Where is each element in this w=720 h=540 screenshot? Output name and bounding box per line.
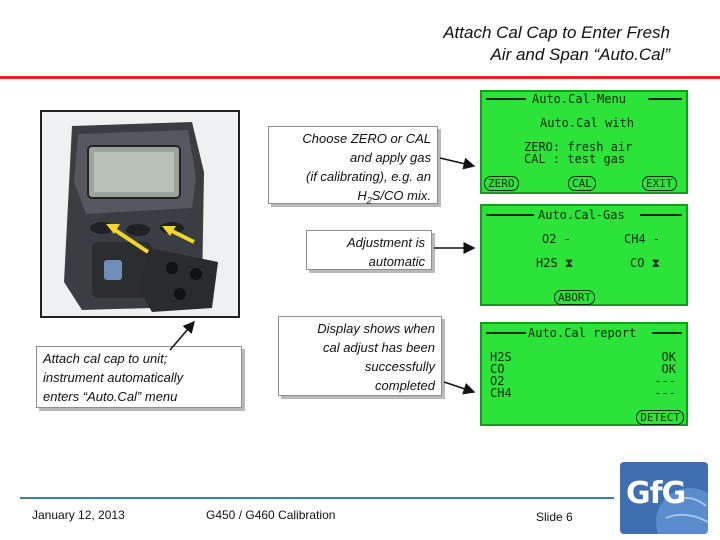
report-result-co: OK <box>661 362 676 376</box>
report-gas-ch4: CH4 <box>490 386 512 400</box>
lcd-autocal-menu: Auto.Cal-Menu Auto.Cal with ZERO: fresh … <box>480 90 688 194</box>
callout-choose-zero-or-cal: Choose ZERO or CAL and apply gas (if cal… <box>268 126 438 206</box>
callout-choose-line2: and apply gas <box>350 150 431 165</box>
header-rule-right <box>648 98 682 100</box>
header-rule-right <box>652 332 682 334</box>
gas-h2s: H2S ⧗ <box>536 256 574 270</box>
menu-line3: CAL : test gas <box>524 152 626 166</box>
mix-sub: 2 <box>366 195 372 206</box>
report-result-ch4: --- <box>654 386 676 400</box>
callout-choose-line1: Choose ZERO or CAL <box>302 131 431 146</box>
report-gas-o2: O2 <box>490 374 505 388</box>
callout-attach-cap: Attach cal cap to unit; instrument autom… <box>36 346 242 408</box>
report-gas-h2s: H2S <box>490 350 512 364</box>
footer-divider <box>20 497 614 499</box>
lcd-autocal-gas: Auto.Cal-Gas O2 - CH4 - H2S ⧗ CO ⧗ ABORT <box>480 204 688 306</box>
arrow-to-menu-screen <box>439 157 476 170</box>
report-result-h2s: OK <box>661 350 676 364</box>
slide-title-line1: Attach Cal Cap to Enter Fresh <box>443 23 670 42</box>
callout-choose-line4: H2S/CO mix. <box>275 186 431 211</box>
header-rule-right <box>640 214 682 216</box>
callout-attach-line2: instrument automatically <box>43 370 184 385</box>
footer-slide-number: Slide 6 <box>536 510 573 524</box>
arrow-to-photo <box>169 320 195 351</box>
menu-line1: Auto.Cal with <box>540 116 634 130</box>
logo-text: GfG <box>626 476 686 511</box>
gfg-logo: GfG <box>620 462 708 534</box>
zero-softkey[interactable]: ZERO <box>484 176 519 191</box>
header-rule-left <box>486 332 526 334</box>
callout-display-line2: cal adjust has been <box>322 340 435 355</box>
abort-softkey[interactable]: ABORT <box>554 290 596 305</box>
callout-attach-line1: Attach cal cap to unit; <box>43 351 168 366</box>
callout-attach-line3: enters “Auto.Cal” menu <box>43 389 178 404</box>
device-photo <box>40 110 240 318</box>
arrow-to-report-screen <box>443 381 476 395</box>
slide-title: Attach Cal Cap to Enter Fresh Air and Sp… <box>443 22 670 66</box>
callout-display-line1: Display shows when <box>317 321 435 336</box>
gas-ch4: CH4 - <box>624 232 661 246</box>
gas-o2: O2 - <box>542 232 571 246</box>
slide-title-line2: Air and Span “Auto.Cal” <box>490 45 670 64</box>
callout-adjust-line1: Adjustment is <box>346 235 425 250</box>
report-header: Auto.Cal report <box>528 326 637 340</box>
footer-date: January 12, 2013 <box>32 508 125 522</box>
callout-adjust-line2: automatic <box>368 254 425 269</box>
exit-softkey[interactable]: EXIT <box>642 176 677 191</box>
gas-header: Auto.Cal-Gas <box>538 208 625 222</box>
gas-detector-illustration <box>42 112 238 316</box>
report-result-o2: --- <box>654 374 676 388</box>
mix-pre: H <box>357 188 367 203</box>
title-divider <box>0 76 720 79</box>
callout-display-shows: Display shows when cal adjust has been s… <box>278 316 442 396</box>
report-gas-co: CO <box>490 362 505 376</box>
callout-adjustment: Adjustment is automatic <box>306 230 432 270</box>
globe-icon <box>656 488 708 534</box>
lcd-autocal-report: Auto.Cal report H2S CO O2 CH4 OK OK --- … <box>480 322 688 426</box>
mix-post: S/CO mix. <box>371 188 431 203</box>
gas-co: CO ⧗ <box>630 256 661 270</box>
callout-display-line3: successfully <box>364 359 435 374</box>
header-rule-left <box>486 214 534 216</box>
cal-softkey[interactable]: CAL <box>568 176 596 191</box>
detect-softkey[interactable]: DETECT <box>636 410 684 425</box>
callout-choose-line3: (if calibrating), e.g. an <box>305 169 431 184</box>
menu-header: Auto.Cal-Menu <box>532 92 626 106</box>
header-rule-left <box>486 98 526 100</box>
footer-title: G450 / G460 Calibration <box>206 508 336 522</box>
menu-line2: ZERO: fresh air <box>524 140 633 154</box>
callout-display-line4: completed <box>375 378 435 393</box>
